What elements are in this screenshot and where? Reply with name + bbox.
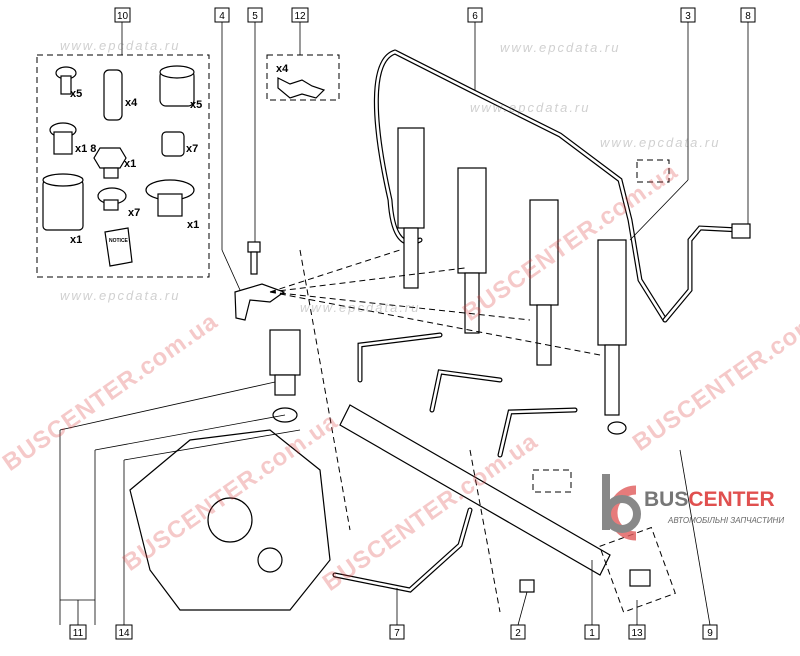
callout-7[interactable]: 7 (389, 624, 405, 640)
callout-9[interactable]: 9 (702, 624, 718, 640)
kit-notice-leaflet[interactable]: NOTICE (104, 227, 133, 267)
callout-8[interactable]: 8 (740, 7, 756, 23)
callout-6[interactable]: 6 (467, 7, 483, 23)
callout-11[interactable]: 11 (69, 624, 87, 640)
svg-text:13: 13 (631, 628, 643, 639)
kit-hex-fitting[interactable] (93, 147, 127, 179)
kit-nut-large[interactable] (159, 65, 195, 107)
injector-1[interactable] (397, 127, 425, 289)
logo-mark-icon (602, 474, 641, 541)
qty-filter: x4 (125, 97, 138, 109)
injector-4[interactable] (597, 239, 627, 416)
watermark-epc: www.epcdata.ru (60, 38, 181, 53)
callout-10[interactable]: 10 (114, 7, 131, 23)
svg-text:11: 11 (73, 628, 84, 639)
qty-seal-ring: x1 (187, 219, 199, 231)
svg-text:12: 12 (294, 11, 306, 22)
qty-clip-set: x4 (276, 63, 289, 75)
qty-screw: x5 (70, 88, 82, 100)
callout-2[interactable]: 2 (510, 624, 526, 640)
kit-clip[interactable] (97, 187, 127, 211)
kit-sleeve[interactable] (42, 173, 84, 231)
svg-text:1: 1 (589, 628, 595, 639)
notice-label: NOTICE (109, 238, 129, 244)
clamp-bolt[interactable] (247, 241, 261, 275)
watermark-epc: www.epcdata.ru (300, 300, 421, 315)
kit-group-outline (36, 54, 210, 278)
svg-text:10: 10 (117, 11, 129, 22)
logo-name-a: BUS (644, 488, 689, 511)
buscenter-logo: BUSCENTER АВТОМОБІЛЬНІ ЗАПЧАСТИНИ (600, 470, 800, 550)
injector-seal-washer[interactable] (607, 421, 627, 435)
qty-nut-small: x7 (186, 143, 198, 155)
pressure-sensor[interactable] (269, 329, 301, 423)
callout-4[interactable]: 4 (214, 7, 230, 23)
svg-text:7: 7 (394, 628, 400, 639)
qty-nut-large: x5 (190, 99, 202, 111)
svg-text:8: 8 (745, 11, 751, 22)
clip-group-outline (266, 54, 340, 101)
common-rail[interactable] (339, 404, 611, 576)
rail-bolt[interactable] (519, 579, 535, 593)
callout-14[interactable]: 14 (115, 624, 133, 640)
kit-plug[interactable] (49, 122, 77, 155)
callout-1[interactable]: 1 (584, 624, 600, 640)
qty-sleeve: x1 (70, 234, 82, 246)
watermark-epc: www.epcdata.ru (470, 100, 591, 115)
qty-hex-fitting: x1 (124, 158, 136, 170)
qty-clip: x7 (128, 207, 140, 219)
logo-name-b: CENTER (688, 488, 775, 511)
logo-tagline: АВТОМОБІЛЬНІ ЗАПЧАСТИНИ (668, 516, 785, 525)
injector-2[interactable] (457, 167, 487, 334)
svg-text:14: 14 (118, 628, 130, 639)
injector-3[interactable] (529, 199, 559, 366)
callout-13[interactable]: 13 (628, 624, 646, 640)
rail-pressure-sensor[interactable] (629, 569, 651, 587)
watermark-epc: www.epcdata.ru (500, 40, 621, 55)
callout-12[interactable]: 12 (291, 7, 309, 23)
qty-plug: x1 8 (75, 143, 96, 155)
kit-nut-small[interactable] (161, 131, 185, 157)
watermark-epc: www.epcdata.ru (60, 288, 181, 303)
kit-screw[interactable] (55, 66, 77, 95)
callout-5[interactable]: 5 (247, 7, 263, 23)
svg-text:2: 2 (515, 628, 521, 639)
svg-text:9: 9 (707, 628, 713, 639)
callout-3[interactable]: 3 (680, 7, 696, 23)
svg-text:4: 4 (219, 11, 225, 22)
svg-text:6: 6 (472, 11, 478, 22)
svg-text:5: 5 (252, 11, 258, 22)
watermark-epc: www.epcdata.ru (600, 135, 721, 150)
kit-seal-ring[interactable] (145, 179, 195, 217)
svg-text:3: 3 (685, 11, 691, 22)
injector-clamp-bracket[interactable] (234, 283, 286, 321)
injector-clip[interactable] (277, 77, 326, 99)
high-pressure-pipes[interactable] (332, 332, 578, 593)
kit-filter[interactable] (103, 69, 123, 121)
